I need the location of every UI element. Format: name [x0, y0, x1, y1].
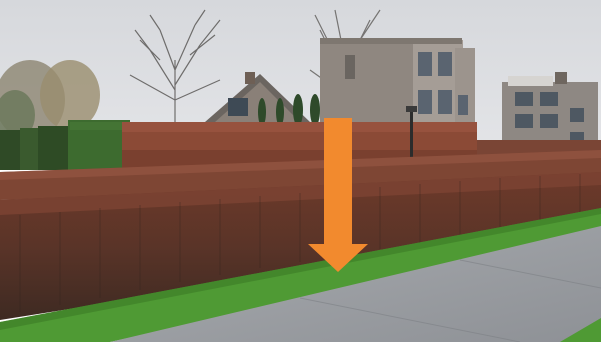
- bare-tree-center: [129, 9, 221, 125]
- grass-corner: [560, 318, 601, 342]
- lamp-post: [406, 106, 417, 165]
- brown-hedge-front: [0, 172, 601, 320]
- trees-left: [0, 60, 100, 140]
- apartment-building-center: [320, 38, 475, 132]
- brown-hedge-middle: [0, 150, 601, 200]
- grass-verge-shade: [0, 208, 601, 330]
- cypress-trees: [258, 94, 320, 126]
- arrow-down-icon: [308, 118, 368, 272]
- pavement-joints: [299, 259, 601, 342]
- green-hedge-back: [0, 120, 130, 172]
- pavement: [110, 226, 601, 342]
